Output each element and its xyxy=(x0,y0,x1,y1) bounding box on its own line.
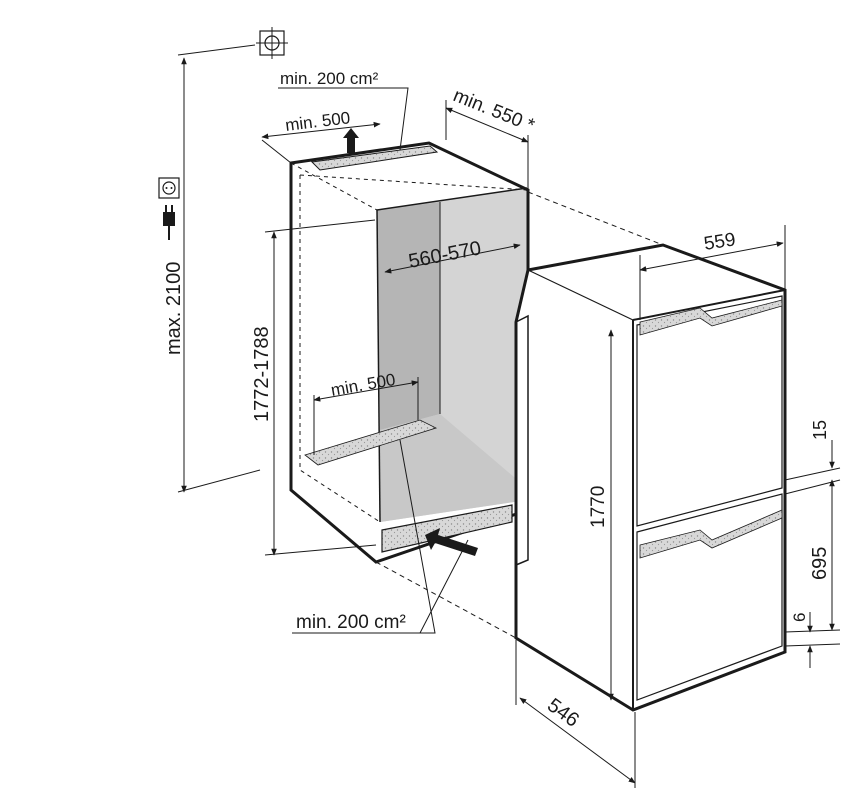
top-vent-grille xyxy=(310,145,439,171)
plinth-airflow-arrow xyxy=(425,528,478,556)
appliance-depth-label: 546 xyxy=(543,694,583,731)
top-vent-width-label: min. 500 xyxy=(284,108,351,135)
lower-door-handle xyxy=(639,509,783,559)
grounded-outlet-icon xyxy=(158,177,180,199)
appliance xyxy=(514,243,787,712)
top-gap-label: 15 xyxy=(810,420,830,440)
bottom-gap-label: 6 xyxy=(790,613,809,622)
power-plug-icon xyxy=(163,205,175,240)
bottom-vent-area-label: min. 200 cm² xyxy=(296,612,406,633)
niche-left-inner-wall xyxy=(377,202,440,430)
niche-floor xyxy=(380,414,527,522)
lower-door xyxy=(636,493,783,701)
top-airflow-arrow xyxy=(343,128,359,153)
top-vent-area-label: min. 200 cm² xyxy=(280,69,379,88)
appliance-width-label: 559 xyxy=(702,229,737,255)
niche-cabinet xyxy=(289,141,530,564)
lower-door-height-label: 695 xyxy=(809,547,831,580)
dimension-lines xyxy=(177,44,841,788)
upper-door-handle xyxy=(639,299,783,336)
niche-depth-label: min. 550 * xyxy=(450,85,538,137)
max-height-label: max. 2100 xyxy=(163,262,185,355)
upper-door xyxy=(636,295,783,527)
bottom-rear-vent-grille xyxy=(304,419,438,466)
socket-position-icon xyxy=(256,27,288,59)
plinth-vent-grille xyxy=(381,504,513,553)
appliance-height-label: 1770 xyxy=(588,486,609,528)
niche-height-label: 1772-1788 xyxy=(251,326,273,422)
